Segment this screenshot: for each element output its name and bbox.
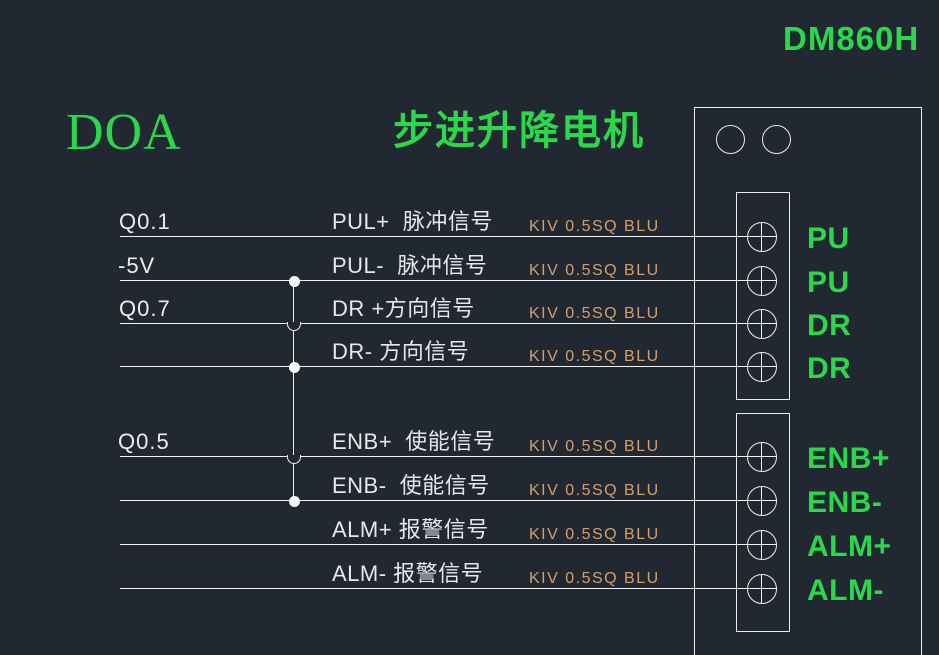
terminal-screw-icon bbox=[747, 442, 777, 472]
signal-label: PUL+ 脉冲信号 bbox=[332, 209, 493, 234]
terminal-strip-lower bbox=[736, 413, 790, 632]
signal-label: ALM+ 报警信号 bbox=[332, 517, 489, 542]
wire-crossover-icon bbox=[287, 322, 301, 331]
wire bbox=[120, 588, 747, 589]
terminal-label: ALM- bbox=[807, 574, 884, 607]
wire-spec-label: KIV 0.5SQ BLU bbox=[529, 218, 660, 235]
driver-module-outline bbox=[694, 107, 922, 655]
plc-output-label: Q0.7 bbox=[119, 296, 171, 321]
wire-spec-label: KIV 0.5SQ BLU bbox=[529, 262, 660, 279]
wire-spec-label: KIV 0.5SQ BLU bbox=[529, 482, 660, 499]
wire-crossover-icon bbox=[287, 455, 301, 464]
terminal-label: DR bbox=[807, 352, 852, 385]
terminal-screw-icon bbox=[747, 574, 777, 604]
terminal-strip-upper bbox=[736, 192, 790, 400]
terminal-screw-icon bbox=[747, 352, 777, 382]
terminal-label: PU bbox=[807, 222, 850, 255]
wire-spec-label: KIV 0.5SQ BLU bbox=[529, 438, 660, 455]
terminal-screw-icon bbox=[747, 222, 777, 252]
drawing-tag-label: DOA bbox=[66, 104, 182, 161]
driver-model-label: DM860H bbox=[783, 20, 920, 57]
terminal-label: ENB- bbox=[807, 486, 883, 519]
plc-output-label: -5V bbox=[118, 253, 156, 278]
terminal-label: ENB+ bbox=[807, 442, 890, 475]
terminal-screw-icon bbox=[747, 486, 777, 516]
terminal-screw-icon bbox=[747, 266, 777, 296]
signal-label: PUL- 脉冲信号 bbox=[332, 253, 488, 278]
signal-label: DR- 方向信号 bbox=[332, 339, 470, 364]
signal-label: ENB- 使能信号 bbox=[332, 473, 490, 498]
wire bbox=[120, 236, 747, 237]
terminal-label: DR bbox=[807, 309, 852, 342]
junction-dot bbox=[289, 362, 300, 373]
terminal-label: ALM+ bbox=[807, 530, 892, 563]
plc-output-label: Q0.1 bbox=[119, 209, 171, 234]
mounting-hole-icon bbox=[762, 125, 791, 154]
terminal-screw-icon bbox=[747, 309, 777, 339]
junction-dot bbox=[289, 496, 300, 507]
wire bbox=[120, 500, 747, 501]
wire bbox=[120, 280, 747, 281]
common-bus-line bbox=[293, 281, 294, 501]
diagram-title: 步进升降电机 bbox=[393, 109, 645, 153]
junction-dot bbox=[289, 276, 300, 287]
wire-spec-label: KIV 0.5SQ BLU bbox=[529, 526, 660, 543]
terminal-screw-icon bbox=[747, 530, 777, 560]
wire bbox=[120, 456, 747, 457]
wire bbox=[120, 323, 747, 324]
signal-label: ALM- 报警信号 bbox=[332, 561, 484, 586]
wire-spec-label: KIV 0.5SQ BLU bbox=[529, 570, 660, 587]
mounting-hole-icon bbox=[716, 125, 745, 154]
signal-label: ENB+ 使能信号 bbox=[332, 429, 496, 454]
terminal-label: PU bbox=[807, 266, 850, 299]
wire bbox=[120, 366, 747, 367]
wire-spec-label: KIV 0.5SQ BLU bbox=[529, 305, 660, 322]
signal-label: DR +方向信号 bbox=[332, 296, 475, 321]
wire-spec-label: KIV 0.5SQ BLU bbox=[529, 348, 660, 365]
wire bbox=[120, 544, 747, 545]
plc-output-label: Q0.5 bbox=[118, 429, 170, 454]
